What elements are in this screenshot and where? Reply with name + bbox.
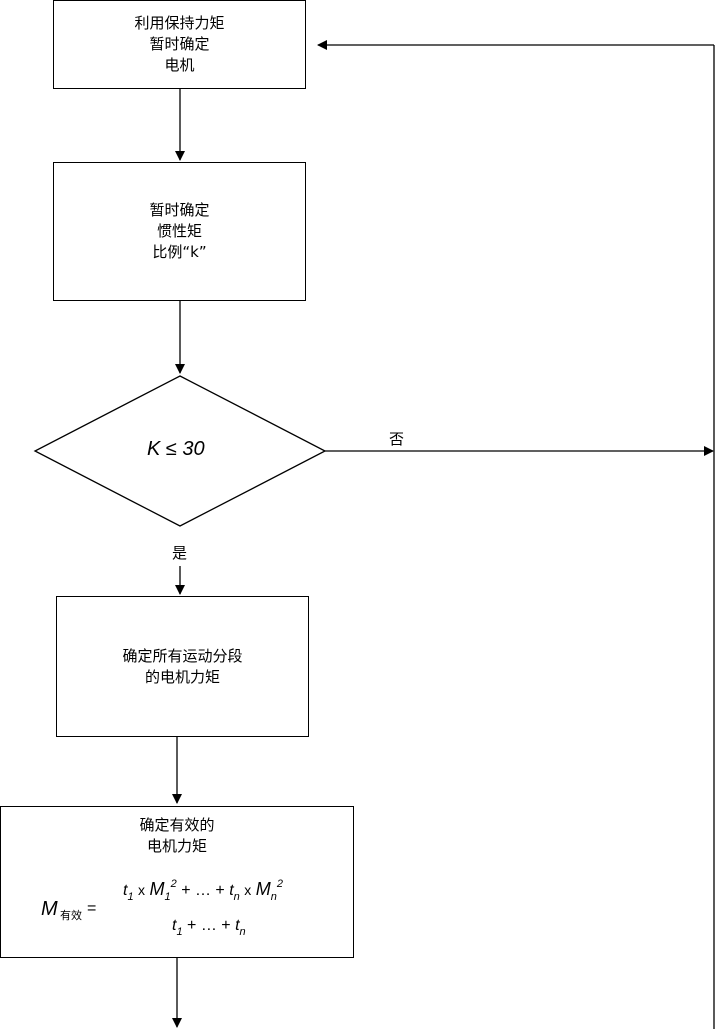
formula-equals: = [87, 900, 97, 917]
step4-line: 电机力矩 [146, 837, 207, 855]
step1-line: 电机 [164, 56, 195, 74]
step1-line: 暂时确定 [149, 35, 210, 53]
step4-line: 确定有效的 [139, 816, 215, 834]
num-times-1: x [138, 882, 146, 898]
formula-numerator: t1 x M12 + … + tn x Mn2 [123, 878, 283, 903]
den-tn-sub: n [239, 926, 246, 938]
step1-box: 利用保持力矩 暂时确定 电机 [53, 0, 306, 89]
num-mn-sup: 2 [276, 878, 283, 890]
step3-line: 的电机力矩 [144, 667, 220, 686]
formula-lhs-subscript: 有效 [60, 909, 82, 922]
num-mn-sub: n [270, 891, 277, 903]
step2-line: 比例“k” [152, 243, 207, 261]
num-m1-sup: 2 [170, 878, 177, 890]
formula-denominator: t1 + … + tn [172, 917, 246, 938]
yes-label: 是 [172, 544, 188, 562]
den-ellipsis: + … + [187, 917, 231, 934]
num-t1: t [123, 882, 128, 899]
step3-box: 确定所有运动分段 的电机力矩 [56, 596, 309, 737]
num-t1-sub: 1 [127, 891, 134, 903]
decision-diamond [33, 375, 327, 527]
den-tn: t [235, 917, 240, 934]
num-tn: t [229, 882, 234, 899]
decision-condition: K ≤ 30 [147, 438, 205, 460]
formula-lhs-symbol: M [41, 898, 58, 920]
step2-line: 暂时确定 [149, 201, 210, 219]
den-t1: t [172, 917, 177, 934]
num-mn: M [255, 879, 271, 899]
num-tn-sub: n [233, 891, 240, 903]
step2-line: 惯性矩 [156, 222, 202, 240]
num-ellipsis: + … + [181, 882, 225, 899]
step4-box: 确定有效的 电机力矩 [0, 806, 354, 958]
step3-line: 确定所有运动分段 [122, 646, 243, 665]
num-m1: M [149, 879, 165, 899]
num-times-2: x [244, 882, 252, 898]
num-m1-sub: 1 [164, 891, 171, 903]
step2-box: 暂时确定 惯性矩 比例“k” [53, 162, 306, 301]
den-t1-sub: 1 [176, 926, 183, 938]
step1-line: 利用保持力矩 [134, 14, 225, 32]
no-label: 否 [389, 430, 405, 448]
